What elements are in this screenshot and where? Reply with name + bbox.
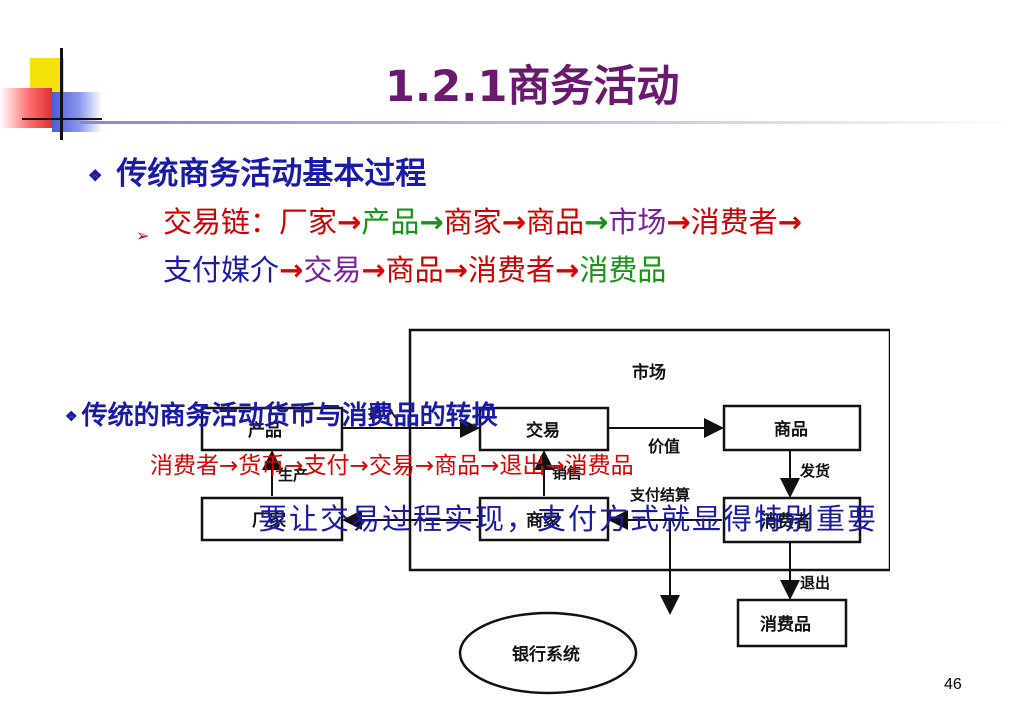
edge-produce-label: 生产 <box>278 466 308 484</box>
chain-item: 厂家 <box>279 205 338 239</box>
chain-item: 消费者 <box>467 253 555 287</box>
box-consumables-label: 消费品 <box>760 614 811 635</box>
decor-horizontal-line <box>22 118 102 120</box>
market-frame <box>408 328 890 572</box>
diamond-bullet-icon: ❖ <box>88 166 103 185</box>
chain-item: 商品 <box>526 205 585 239</box>
market-label: 市场 <box>632 362 666 383</box>
box-consumer <box>722 496 862 544</box>
chain-arrow: → <box>777 205 802 239</box>
page-number: 46 <box>944 676 962 693</box>
box-merchant-label: 商家 <box>526 510 560 531</box>
chain-arrow: → <box>279 253 304 287</box>
bullet-process-text: 传统商务活动基本过程 <box>116 156 427 192</box>
overlay-conversion-text: 传统的商务活动货币与消费品的转换 <box>81 401 498 431</box>
chain-item: 消费者 <box>690 205 778 239</box>
chain-arrow: → <box>337 205 362 239</box>
diamond-bullet-icon: ❖ <box>65 409 78 425</box>
chain-arrow: → <box>419 205 444 239</box>
box-merchant <box>478 496 610 542</box>
trade-chain-row-1: 交易链：厂家→产品→商家→商品→市场→消费者→ <box>163 198 802 246</box>
chain-arrow: → <box>666 205 691 239</box>
box-bank <box>458 611 638 695</box>
box-bank-label: 银行系统 <box>512 644 580 665</box>
box-goods-label: 商品 <box>774 419 808 440</box>
chain-item: 消费品 <box>579 253 667 287</box>
chain-arrow: → <box>361 253 386 287</box>
edge-value-label: 价值 <box>648 437 680 456</box>
arrow-bullet-icon: ➢ <box>136 226 150 245</box>
box-factory-label: 厂家 <box>252 510 286 531</box>
box-goods <box>722 404 862 452</box>
trade-chain-row-2: 支付媒介→交易→商品→消费者→消费品 <box>163 246 666 294</box>
chain-item: 支付媒介 <box>163 253 280 287</box>
box-consumer-label: 消费者 <box>760 511 811 532</box>
title-divider <box>80 121 1015 124</box>
box-trade-label: 交易 <box>526 420 560 441</box>
bullet-process: ❖ 传统商务活动基本过程 <box>88 148 426 193</box>
edge-input-label: 投入 <box>368 404 398 422</box>
box-product <box>200 406 344 452</box>
slide-title: 1.2.1商务活动 <box>385 62 680 112</box>
chain-item: 商品 <box>385 253 444 287</box>
overlay-payment-importance: 要让交易过程实现，支付方式就显得特别重要 <box>258 502 879 536</box>
chain-arrow: → <box>443 253 468 287</box>
chain-item: 交易 <box>303 253 362 287</box>
edge-exit-label: 退出 <box>800 574 830 592</box>
edge-sell-label: 销售 <box>552 464 582 482</box>
chain-item: 产品 <box>361 205 420 239</box>
chain-item: 市场 <box>608 205 667 239</box>
trade-chain-label: 交易链： <box>163 205 280 239</box>
chain-arrow: → <box>501 205 526 239</box>
box-factory <box>200 496 344 542</box>
edge-ship-label: 发货 <box>799 462 830 480</box>
decor-vertical-line <box>60 48 63 140</box>
box-consumables <box>736 598 848 648</box>
overlay-consumer-chain: 消费者→货币→支付→交易→商品→退出→消费品 <box>150 453 634 479</box>
decor-red-block <box>0 88 52 128</box>
overlay-conversion-heading: ❖传统的商务活动货币与消费品的转换 <box>65 395 498 432</box>
edge-pay-label: 支付结算 <box>629 486 690 504</box>
chain-item: 商家 <box>443 205 502 239</box>
box-trade <box>478 406 610 452</box>
box-product-label: 产品 <box>248 420 282 441</box>
commerce-flow-diagram: 市场 产品 交易 商品 厂家 商家 消费者 消费品 银行系统 投入 生产 销售 … <box>200 328 890 695</box>
chain-arrow: → <box>555 253 580 287</box>
chain-arrow: → <box>584 205 609 239</box>
